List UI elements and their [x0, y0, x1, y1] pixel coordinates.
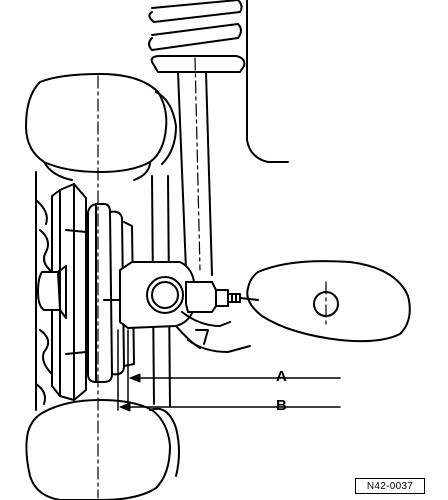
- pointer-arrows: [119, 373, 141, 412]
- tire-lower: [25, 399, 180, 500]
- hub-flange: [37, 265, 67, 319]
- body-panel: [246, 0, 289, 163]
- control-arm: [175, 311, 251, 353]
- strut-tube: [177, 71, 213, 276]
- label-a: A: [276, 368, 287, 385]
- brake-disc: [87, 203, 135, 383]
- label-b: B: [276, 397, 287, 414]
- tire-upper: [25, 73, 177, 181]
- centerlines: [97, 57, 327, 499]
- figure-id: N42-0037: [355, 478, 425, 494]
- ball-joint: [185, 281, 241, 313]
- coil-spring: [148, 0, 243, 51]
- spring-seat: [150, 55, 246, 73]
- measurement-lines: [117, 329, 341, 411]
- wheel-bearing-housing: [119, 261, 195, 329]
- tie-rod-end: [239, 260, 411, 343]
